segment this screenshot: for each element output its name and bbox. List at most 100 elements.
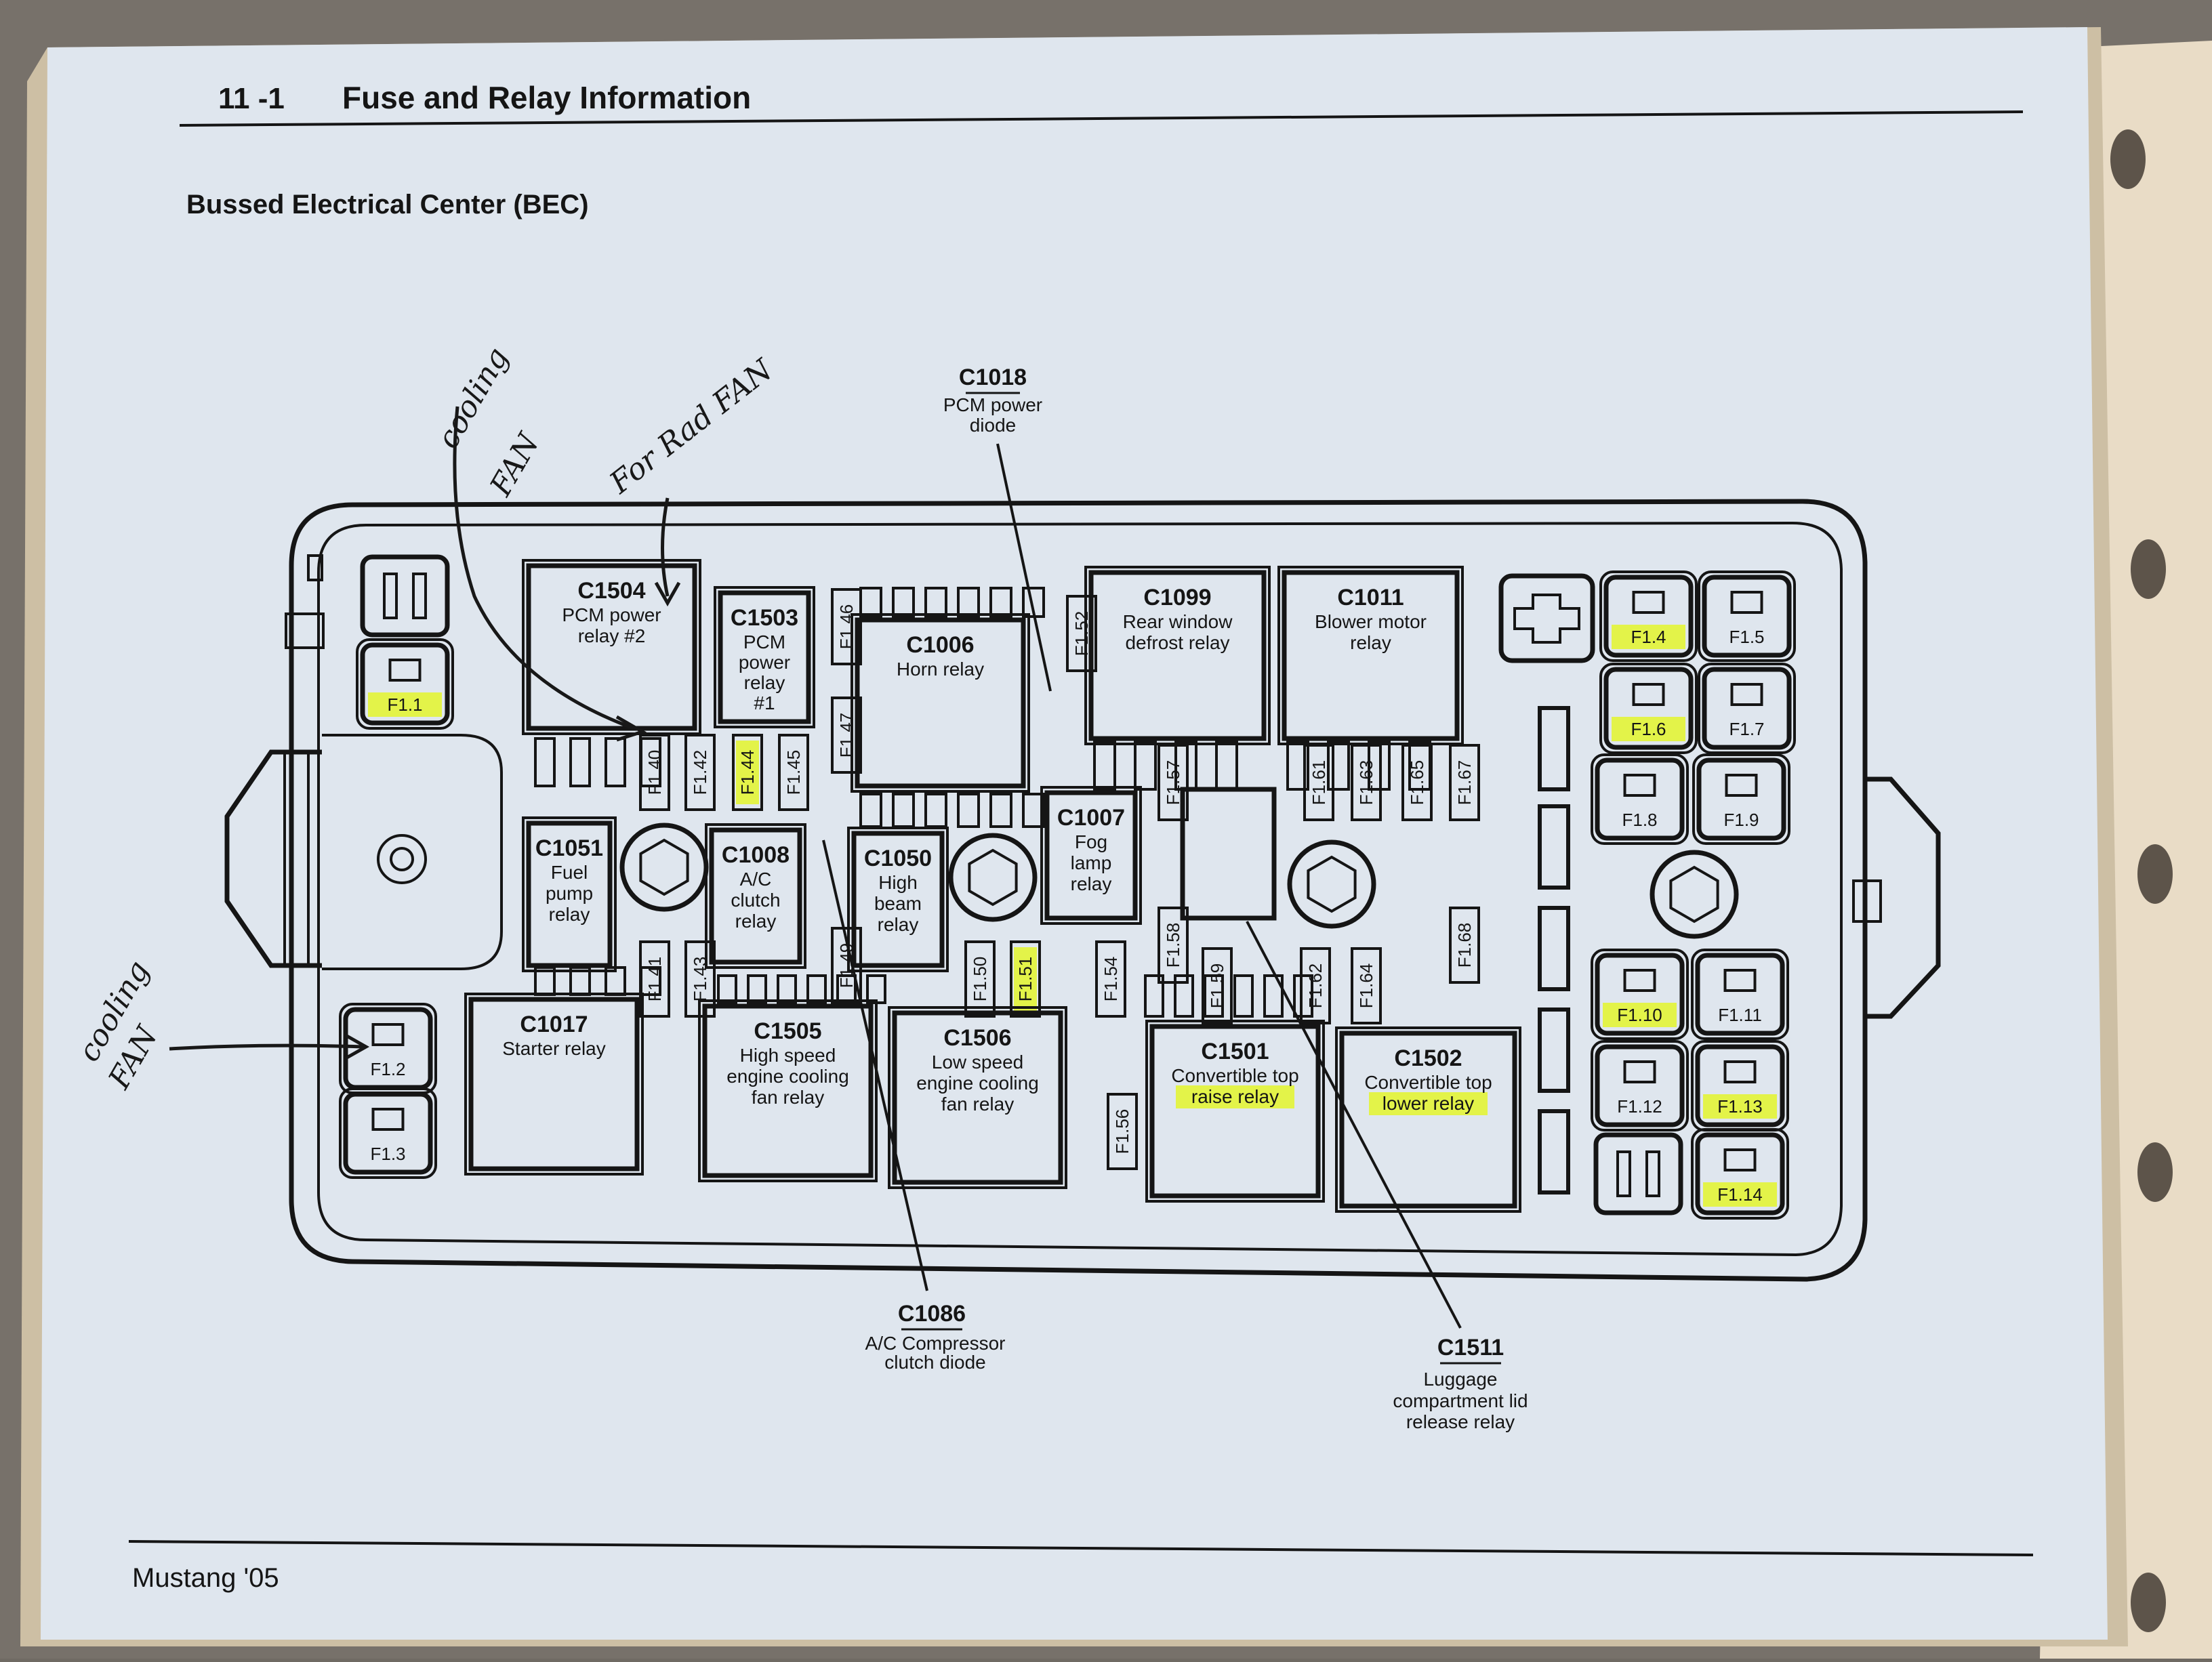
fuse-f1-14: F1.14 [1691, 1128, 1789, 1220]
terminal-slot [989, 793, 1012, 828]
mini-fuse-f1-62: F1.62 [1300, 947, 1331, 1024]
mini-fuse-f1-42: F1.42 [684, 734, 716, 811]
terminal-slot [534, 737, 556, 787]
mini-fuse-f1-45: F1.45 [778, 734, 809, 811]
fuse-body [1107, 1093, 1138, 1170]
terminal-slot [859, 587, 882, 618]
relay-label: defrost relay [1125, 632, 1229, 653]
callout-line: PCM power [943, 394, 1042, 415]
fuse-window [1730, 591, 1763, 614]
relay-body [1149, 1024, 1321, 1199]
mini-fuse-f1-67: F1.67 [1449, 744, 1480, 821]
callout-code: C1086 [898, 1301, 966, 1327]
fuse-window [1723, 1060, 1757, 1083]
relay-label: Blower motor [1315, 611, 1427, 632]
terminal-slot [605, 966, 626, 996]
fuse-label: F1.64 [1356, 963, 1376, 1009]
bar-slot [1538, 1007, 1570, 1093]
mini-fuse-f1-47: F1.47 [831, 697, 862, 774]
stud-ring [1287, 839, 1376, 929]
power-stud [1498, 573, 1595, 663]
mini-fuse-f1-54: F1.54 [1095, 940, 1126, 1018]
stud-hex [1669, 865, 1719, 923]
terminal-slot [534, 966, 556, 996]
fuse-body [778, 734, 809, 811]
terminal-slot [806, 974, 827, 1004]
relay-label: fan relay [941, 1094, 1014, 1115]
fuse-body [1702, 667, 1792, 750]
bar-slot [1538, 1109, 1570, 1194]
fuse-window [1725, 774, 1758, 797]
relay-label: Starter relay [502, 1038, 606, 1059]
relay-code: C1017 [520, 1012, 588, 1037]
stud-ring [619, 823, 709, 912]
relay-label: beam [874, 893, 922, 914]
fuse-f1-8: F1.8 [1591, 753, 1689, 845]
fuse-outline [1591, 949, 1689, 1040]
fuse-label: F1.67 [1454, 760, 1475, 806]
power-stud-body [1498, 573, 1595, 663]
fuse-label: F1.51 [1015, 957, 1036, 1002]
relay-code: C1506 [943, 1025, 1011, 1051]
relay-body [1282, 570, 1460, 741]
fuse-label: F1.5 [1729, 627, 1764, 647]
relay-code: C1503 [731, 605, 798, 631]
stud-hex [1307, 855, 1357, 913]
fuse-body [360, 642, 450, 726]
relay-label: Fog [1075, 831, 1107, 852]
terminal-slot [1233, 974, 1254, 1018]
fuse-label: F1.8 [1622, 810, 1657, 830]
callout-line: diode [970, 415, 1017, 436]
fuse-window [1723, 969, 1757, 992]
relay-label: raise relay [1191, 1086, 1279, 1107]
terminal-slot [1093, 741, 1116, 791]
fuse-label: F1.44 [737, 750, 758, 795]
fuse-highlight [1603, 1003, 1677, 1027]
power-stud-symbol [1513, 594, 1580, 644]
relay-label: Horn relay [897, 659, 984, 680]
bar-slot [1538, 906, 1570, 991]
fuse-body [1449, 907, 1480, 984]
diagram-subtitle: Bussed Electrical Center (BEC) [186, 190, 589, 220]
relay-outline [705, 823, 806, 969]
fuse-body [1158, 744, 1189, 821]
callout-line: compartment lid [1393, 1390, 1528, 1411]
fuse-window [1632, 591, 1665, 614]
fuse-window [388, 659, 422, 682]
relay-body [851, 831, 945, 968]
page-paper [41, 27, 2108, 1640]
text-highlight [1369, 1092, 1488, 1115]
fuse-label: F1.59 [1207, 963, 1227, 1009]
relay-label: Low speed [932, 1052, 1023, 1073]
fuse-label: F1.4 [1631, 627, 1666, 647]
terminal-slot [859, 793, 882, 828]
fuse-label: F1.50 [970, 957, 990, 1002]
mini-fuse-f1-57: F1.57 [1158, 744, 1189, 821]
fuse-outline [1698, 663, 1796, 754]
fuse-label: F1.46 [836, 604, 857, 650]
fuse-outline [1691, 949, 1789, 1040]
fuse-outline [1599, 570, 1698, 662]
page-title: Fuse and Relay Information [342, 80, 751, 115]
fuse-body [1158, 907, 1189, 984]
relay-outline [714, 586, 815, 728]
fuse-label: F1.52 [1071, 611, 1092, 657]
terminal-slot [866, 974, 886, 1004]
spare-fuse-body [1593, 1132, 1683, 1216]
spare-fuse-blade [1616, 1150, 1631, 1197]
fuse-label: F1.56 [1112, 1109, 1132, 1155]
terminal-slot [1144, 974, 1164, 1018]
fuse-highlight [1014, 947, 1037, 1011]
relay-label: Convertible top [1364, 1072, 1492, 1093]
relay-label: Rear window [1123, 611, 1233, 632]
fuse-body [1695, 953, 1785, 1036]
mini-fuse-f1-56: F1.56 [1107, 1093, 1138, 1170]
fuse-label: F1.3 [370, 1144, 405, 1164]
fuse-label: F1.61 [1309, 760, 1329, 806]
callout-c1086: C1086 A/C Compressor clutch diode [865, 1301, 1006, 1373]
